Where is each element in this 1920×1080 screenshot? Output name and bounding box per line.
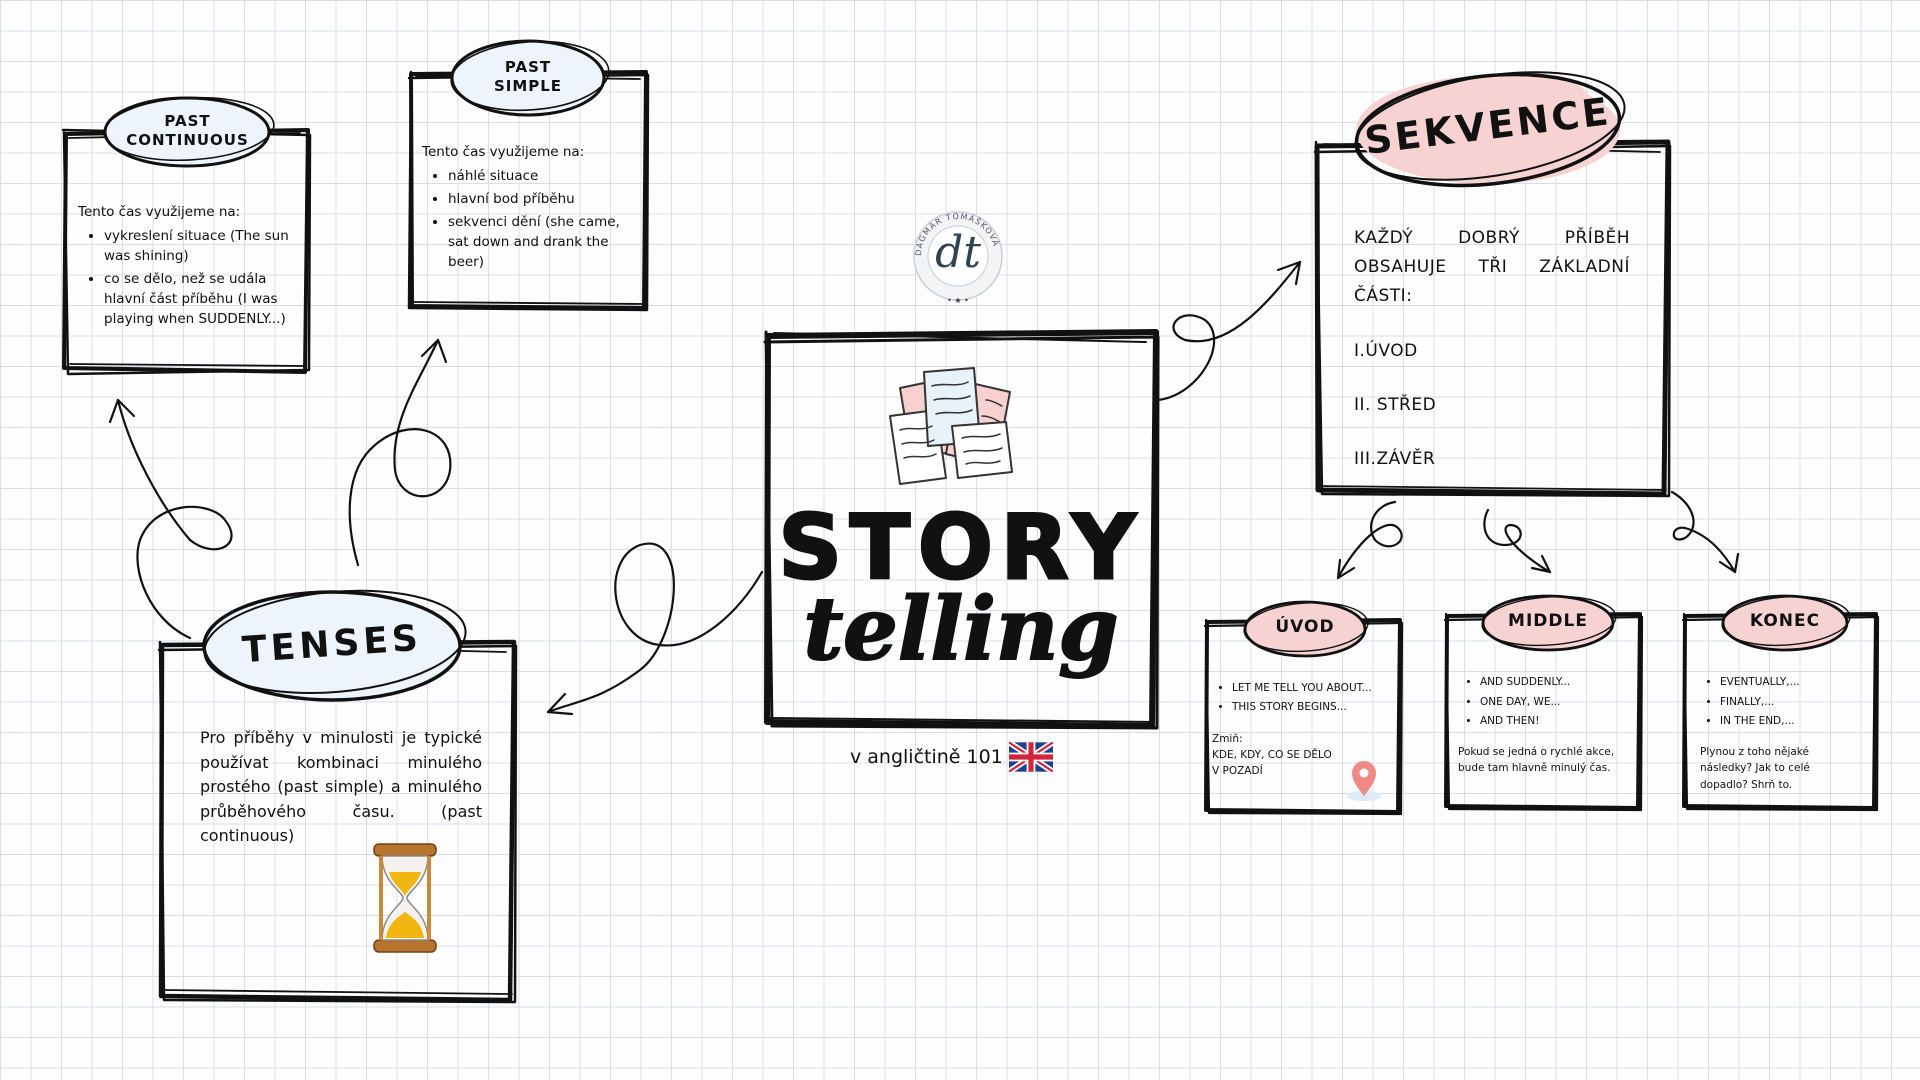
list-item: IN THE END,... bbox=[1720, 713, 1870, 730]
tenses-title: TENSES bbox=[240, 617, 424, 671]
badge-line: PAST bbox=[164, 112, 211, 131]
uvod-note-label: Zmiň: bbox=[1212, 733, 1243, 745]
konec-note: Plynou z toho nějaké následky? Jak to ce… bbox=[1700, 745, 1810, 791]
arrow-center-to-sekvence bbox=[1156, 260, 1302, 402]
sekvence-part: II. STŘED bbox=[1354, 395, 1437, 415]
list-item: AND THEN! bbox=[1480, 713, 1634, 730]
badge-line: SIMPLE bbox=[493, 77, 563, 95]
arrow-tenses-to-past-simple bbox=[348, 338, 452, 567]
past-continuous-list: vykreslení situace (The sun was shining)… bbox=[78, 226, 298, 329]
arrow-sekvence-to-konec bbox=[1670, 490, 1737, 574]
telling-title: telling bbox=[802, 579, 1119, 680]
storytelling-card: STORY telling bbox=[763, 329, 1160, 730]
middle-note: Pokud se jedná o rychlé akce, bude tam h… bbox=[1458, 745, 1615, 775]
konec-list: EVENTUALLY,... FINALLY,... IN THE END,..… bbox=[1700, 674, 1870, 730]
uk-flag-icon bbox=[1007, 739, 1055, 775]
sekvence-part: III.ZÁVĚR bbox=[1354, 449, 1436, 469]
past-continuous-card: Tento čas využijeme na: vykreslení situa… bbox=[61, 128, 312, 376]
arrow-sekvence-to-uvod bbox=[1336, 500, 1403, 580]
list-item: AND SUDDENLY... bbox=[1480, 674, 1634, 691]
uvod-list: LET ME TELL YOU ABOUT... THIS STORY BEGI… bbox=[1212, 680, 1394, 715]
arrow-sekvence-to-middle bbox=[1483, 508, 1552, 574]
list-item: co se dělo, než se udála hlavní část pří… bbox=[104, 269, 298, 329]
sekvence-part: I.ÚVOD bbox=[1354, 341, 1418, 361]
location-pin-icon bbox=[1344, 758, 1384, 802]
uvod-note: KDE, KDY, CO SE DĚLO V POZADÍ bbox=[1212, 749, 1332, 777]
papers-icon bbox=[888, 366, 1030, 486]
uvod-badge: ÚVOD bbox=[1240, 596, 1370, 660]
logo-initials: dt bbox=[935, 227, 981, 278]
sekvence-intro: KAŽDÝ DOBRÝ PŘÍBĚH OBSAHUJE TŘI ZÁKLADNÍ… bbox=[1354, 228, 1630, 306]
past-simple-intro: Tento čas využijeme na: bbox=[422, 144, 585, 160]
list-item: LET ME TELL YOU ABOUT... bbox=[1232, 680, 1394, 696]
author-logo: DAGMAR TOMÁŠKOVÁ dt • ★ • bbox=[905, 200, 1011, 312]
konec-title: KONEC bbox=[1749, 611, 1821, 632]
list-item: vykreslení situace (The sun was shining) bbox=[104, 226, 298, 266]
hourglass-icon bbox=[370, 842, 440, 954]
list-item: hlavní bod příběhu bbox=[448, 189, 637, 209]
middle-badge: MIDDLE bbox=[1478, 590, 1618, 654]
badge-line: PAST bbox=[504, 58, 552, 77]
konec-badge: KONEC bbox=[1718, 590, 1852, 654]
konec-card: EVENTUALLY,... FINALLY,... IN THE END,..… bbox=[1681, 612, 1880, 812]
middle-list: AND SUDDENLY... ONE DAY, WE... AND THEN! bbox=[1458, 674, 1634, 730]
subtitle: v angličtině 101 bbox=[850, 746, 1003, 768]
past-simple-list: náhlé situace hlavní bod příběhu sekvenc… bbox=[422, 166, 637, 272]
uvod-card: LET ME TELL YOU ABOUT... THIS STORY BEGI… bbox=[1203, 618, 1404, 816]
tenses-badge: TENSES bbox=[196, 582, 468, 706]
list-item: náhlé situace bbox=[448, 166, 637, 186]
past-continuous-badge: PAST CONTINUOUS bbox=[100, 92, 275, 170]
past-continuous-intro: Tento čas využijeme na: bbox=[78, 204, 241, 220]
badge-line: CONTINUOUS bbox=[126, 131, 249, 149]
list-item: EVENTUALLY,... bbox=[1720, 674, 1870, 691]
list-item: ONE DAY, WE... bbox=[1480, 694, 1634, 711]
logo-stars: • ★ • bbox=[947, 296, 969, 305]
arrow-center-to-tenses bbox=[546, 542, 764, 714]
story-title: STORY bbox=[777, 496, 1144, 599]
uvod-title: ÚVOD bbox=[1275, 617, 1335, 638]
sekvence-badge: SEKVENCE bbox=[1348, 62, 1628, 192]
tenses-text: Pro příběhy v minulosti je typické použí… bbox=[200, 728, 482, 845]
subtitle-row: v angličtině 101 bbox=[850, 739, 1090, 775]
list-item: sekvenci dění (she came, sat down and dr… bbox=[448, 212, 637, 272]
list-item: FINALLY,... bbox=[1720, 694, 1870, 711]
middle-title: MIDDLE bbox=[1508, 611, 1588, 632]
list-item: THIS STORY BEGINS... bbox=[1232, 699, 1394, 715]
past-simple-badge: PAST SIMPLE bbox=[445, 34, 611, 120]
